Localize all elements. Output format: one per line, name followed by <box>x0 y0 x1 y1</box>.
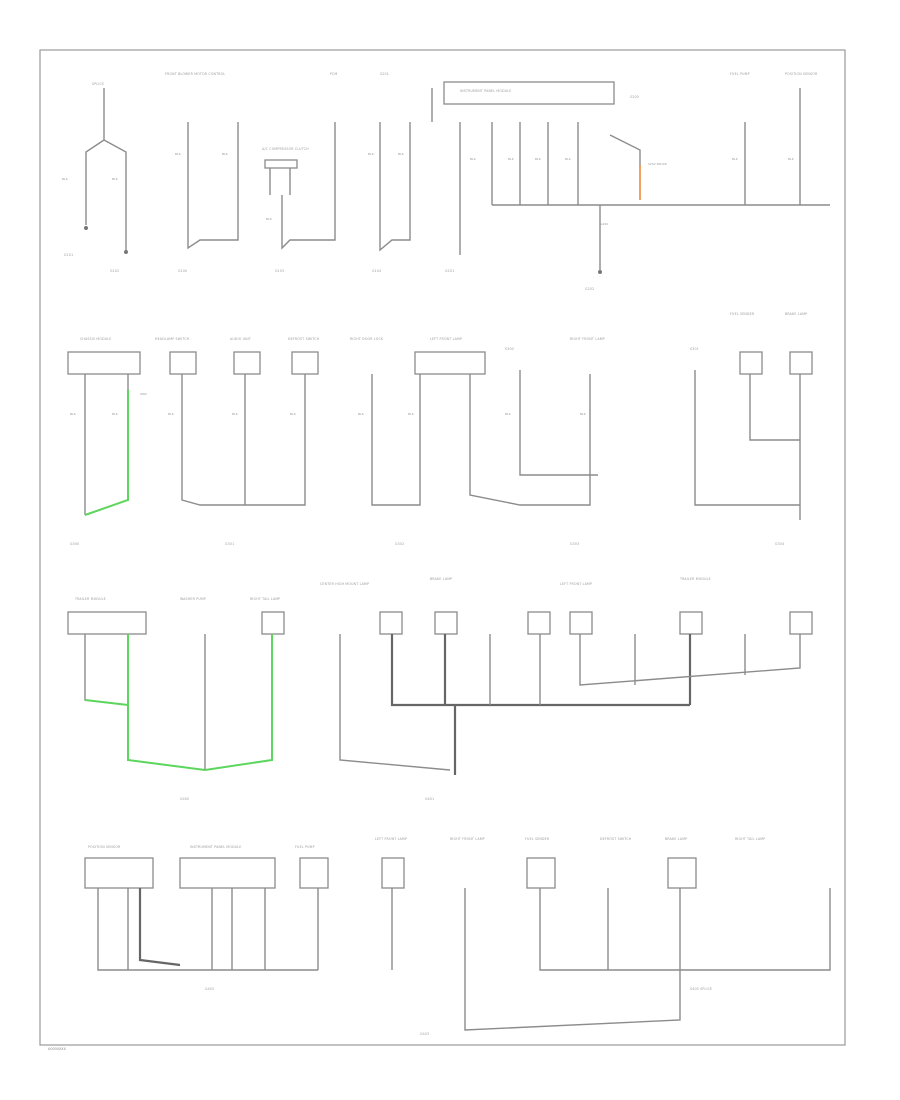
row-3-circuits: TRAILER MODULE WASHER PUMP RIGHT TAIL LA… <box>67 577 813 801</box>
svg-text:FUEL SENDER: FUEL SENDER <box>730 312 755 316</box>
svg-text:BLK: BLK <box>266 217 273 221</box>
svg-text:BLK: BLK <box>788 157 795 161</box>
svg-text:WASHER PUMP: WASHER PUMP <box>180 597 206 601</box>
svg-text:RIGHT FRONT LAMP: RIGHT FRONT LAMP <box>570 337 605 341</box>
svg-text:BLK: BLK <box>290 412 297 416</box>
svg-text:BLK: BLK <box>408 412 415 416</box>
svg-text:G402: G402 <box>205 987 214 991</box>
svg-text:INSTRUMENT PANEL MODULE: INSTRUMENT PANEL MODULE <box>190 845 241 849</box>
svg-text:G102: G102 <box>110 269 119 273</box>
svg-text:BLK: BLK <box>580 412 587 416</box>
svg-text:AUDIO UNIT: AUDIO UNIT <box>230 337 251 341</box>
svg-text:FUEL PUMP: FUEL PUMP <box>295 845 315 849</box>
svg-text:TRAILER MODULE: TRAILER MODULE <box>74 597 106 601</box>
svg-text:S201: S201 <box>380 72 389 76</box>
svg-text:DEFROST SWITCH: DEFROST SWITCH <box>600 837 632 841</box>
svg-text:G104: G104 <box>372 269 381 273</box>
svg-text:POSITION SENSOR: POSITION SENSOR <box>785 72 818 76</box>
svg-text:BRAKE LAMP: BRAKE LAMP <box>430 577 452 581</box>
row-1-circuits: SPLICE BLK BLK G101 G102 FRONT BLOWER MO… <box>62 72 830 291</box>
svg-text:LEFT FRONT LAMP: LEFT FRONT LAMP <box>430 337 462 341</box>
svg-text:HEADLAMP SWITCH: HEADLAMP SWITCH <box>155 337 190 341</box>
svg-text:G400: G400 <box>180 797 189 801</box>
row-4-circuits: POSITION SENSOR INSTRUMENT PANEL MODULE … <box>84 837 831 1036</box>
svg-text:DEFROST SWITCH: DEFROST SWITCH <box>288 337 320 341</box>
svg-text:GRN: GRN <box>140 392 147 396</box>
svg-text:G304: G304 <box>775 542 784 546</box>
svg-text:G103: G103 <box>275 269 284 273</box>
svg-text:BLK: BLK <box>62 177 69 181</box>
svg-text:POSITION SENSOR: POSITION SENSOR <box>88 845 121 849</box>
svg-text:RIGHT FRONT LAMP: RIGHT FRONT LAMP <box>450 837 485 841</box>
svg-text:S301: S301 <box>690 347 699 351</box>
svg-text:BLK: BLK <box>358 412 365 416</box>
svg-text:FUEL PUMP: FUEL PUMP <box>730 72 750 76</box>
svg-text:BLK: BLK <box>535 157 542 161</box>
svg-text:A/C COMPRESSOR CLUTCH: A/C COMPRESSOR CLUTCH <box>262 147 309 151</box>
svg-text:BRAKE LAMP: BRAKE LAMP <box>665 837 687 841</box>
sheet-reference: A0000XXX <box>48 1047 67 1051</box>
svg-text:BLK: BLK <box>70 412 77 416</box>
svg-text:LEFT FRONT LAMP: LEFT FRONT LAMP <box>375 837 407 841</box>
svg-text:BLK: BLK <box>505 412 512 416</box>
svg-text:BLK: BLK <box>112 412 119 416</box>
diagram-border <box>39 49 846 1046</box>
svg-text:G100: G100 <box>178 269 187 273</box>
svg-text:G403: G403 <box>420 1032 429 1036</box>
svg-text:S200: S200 <box>630 95 639 99</box>
svg-text:FRONT BLOWER MOTOR CONTROL: FRONT BLOWER MOTOR CONTROL <box>165 72 225 76</box>
svg-text:S202 SPLICE: S202 SPLICE <box>648 162 667 166</box>
svg-text:BLK: BLK <box>508 157 515 161</box>
svg-text:LEFT FRONT LAMP: LEFT FRONT LAMP <box>560 582 592 586</box>
row-2-circuits: CHASSIS MODULE BLK BLK GRN G300 HEADLAMP… <box>67 312 813 546</box>
svg-text:FUEL SENDER: FUEL SENDER <box>525 837 550 841</box>
svg-text:RIGHT TAIL LAMP: RIGHT TAIL LAMP <box>735 837 765 841</box>
svg-text:G300: G300 <box>70 542 79 546</box>
svg-text:G101: G101 <box>64 253 73 257</box>
svg-text:G301: G301 <box>225 542 234 546</box>
svg-text:BLK: BLK <box>112 177 119 181</box>
svg-text:BLK: BLK <box>222 152 229 156</box>
svg-text:BLK: BLK <box>732 157 739 161</box>
svg-text:G201: G201 <box>445 269 454 273</box>
svg-text:RIGHT TAIL LAMP: RIGHT TAIL LAMP <box>250 597 280 601</box>
svg-text:CENTER HIGH MOUNT LAMP: CENTER HIGH MOUNT LAMP <box>320 582 369 586</box>
svg-text:G401: G401 <box>425 797 434 801</box>
svg-text:G200: G200 <box>600 222 608 226</box>
svg-text:SPLICE: SPLICE <box>92 82 104 86</box>
svg-text:INSTRUMENT PANEL MODULE: INSTRUMENT PANEL MODULE <box>460 89 511 93</box>
svg-text:G303: G303 <box>570 542 579 546</box>
svg-text:S300: S300 <box>505 347 514 351</box>
svg-text:G302: G302 <box>395 542 404 546</box>
svg-text:BLK: BLK <box>175 152 182 156</box>
svg-text:BRAKE LAMP: BRAKE LAMP <box>785 312 807 316</box>
svg-text:BLK: BLK <box>368 152 375 156</box>
svg-text:G202: G202 <box>585 287 594 291</box>
svg-text:S400 SPLICE: S400 SPLICE <box>690 987 712 991</box>
svg-text:BLK: BLK <box>168 412 175 416</box>
svg-text:PCM: PCM <box>330 72 338 76</box>
svg-text:BLK: BLK <box>565 157 572 161</box>
svg-text:BLK: BLK <box>232 412 239 416</box>
svg-text:TRAILER MODULE: TRAILER MODULE <box>679 577 711 581</box>
svg-text:CHASSIS MODULE: CHASSIS MODULE <box>80 337 111 341</box>
svg-text:RIGHT DOOR LOCK: RIGHT DOOR LOCK <box>350 337 384 341</box>
svg-text:BLK: BLK <box>398 152 405 156</box>
svg-text:BLK: BLK <box>470 157 477 161</box>
